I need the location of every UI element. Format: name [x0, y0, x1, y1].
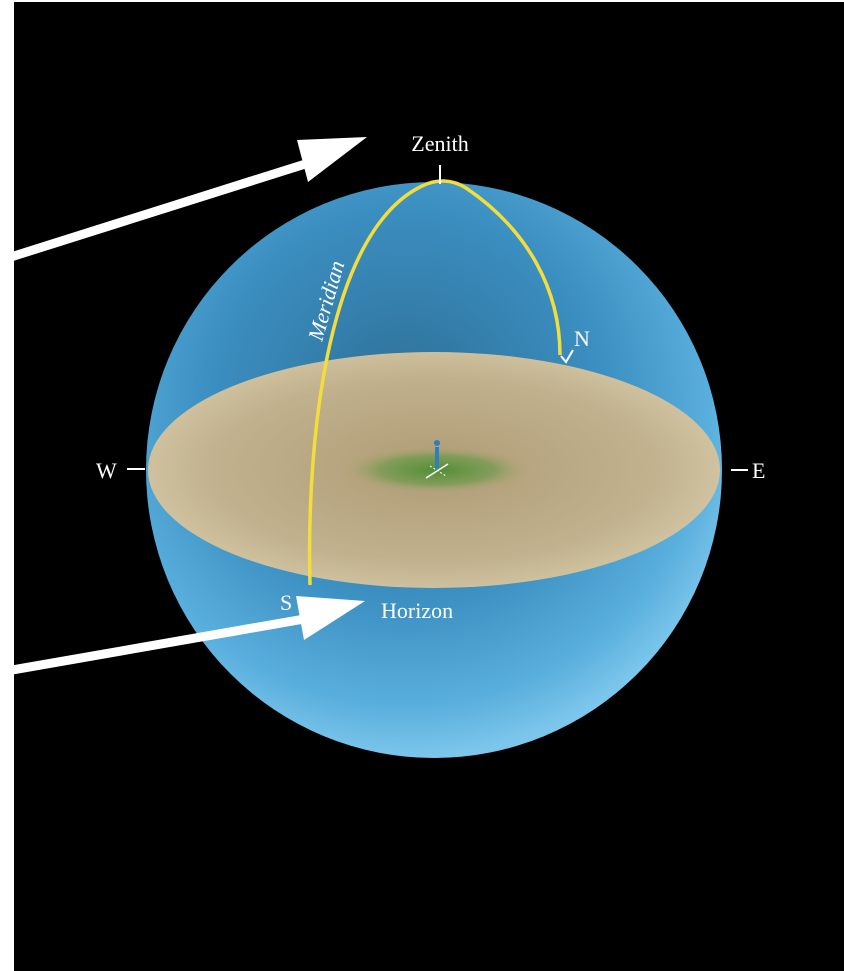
zenith-label: Zenith [411, 131, 468, 156]
east-label: E [752, 458, 765, 483]
meridian-arc [307, 179, 562, 586]
zenith-arrow-icon [0, 137, 367, 266]
south-label: S [280, 590, 292, 615]
north-tick [560, 349, 574, 364]
west-label: W [96, 458, 117, 483]
person-figure-icon [425, 440, 449, 479]
horizon-label: Horizon [381, 598, 453, 623]
north-label: N [574, 326, 590, 351]
horizon-arrow-icon [0, 596, 365, 677]
